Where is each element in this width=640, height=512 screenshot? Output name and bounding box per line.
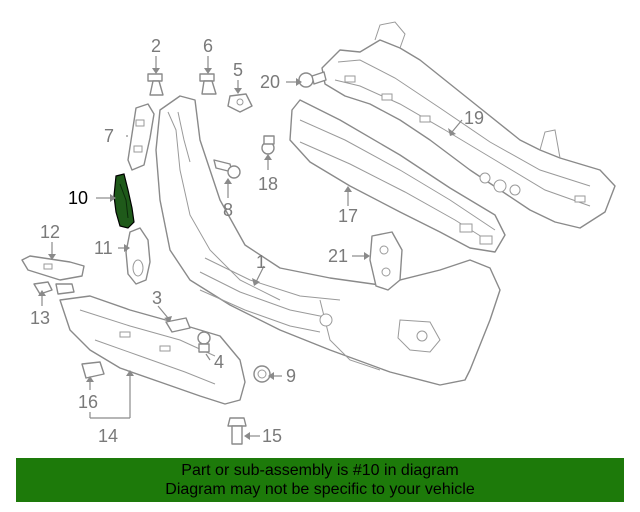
part-19-reinforcement xyxy=(321,21,616,229)
banner-line-2: Diagram may not be specific to your vehi… xyxy=(165,481,475,498)
callout-3: 3 xyxy=(152,288,162,308)
fastener-18 xyxy=(261,135,275,155)
callout-7: 7 xyxy=(104,126,114,146)
clip-3 xyxy=(165,317,191,333)
callout-1: 1 xyxy=(256,252,266,272)
clip-9 xyxy=(253,365,271,383)
callout-5: 5 xyxy=(233,60,243,80)
banner-line-1: Part or sub-assembly is #10 in diagram xyxy=(181,462,459,479)
part-10-highlighted xyxy=(113,173,135,229)
part-11-bezel xyxy=(125,227,151,285)
callout-12: 12 xyxy=(40,222,60,242)
callout-2: 2 xyxy=(151,36,161,56)
callout-17: 17 xyxy=(338,206,358,226)
fastener-2 xyxy=(147,73,164,96)
callout-15: 15 xyxy=(262,426,282,446)
callout-20: 20 xyxy=(260,72,280,92)
fastener-8 xyxy=(213,159,241,179)
fastener-5 xyxy=(227,93,253,113)
part-17-absorber xyxy=(289,99,506,253)
info-banner: Part or sub-assembly is #10 in diagram D… xyxy=(16,458,624,502)
callout-21: 21 xyxy=(328,246,348,266)
fastener-6 xyxy=(199,73,217,95)
callout-13: 13 xyxy=(30,308,50,328)
parts-diagram: 1 2 3 4 5 6 7 8 9 10 11 12 13 14 15 16 1… xyxy=(21,21,616,446)
callout-11: 11 xyxy=(94,238,113,258)
leader-lines xyxy=(38,56,463,440)
callout-6: 6 xyxy=(203,36,213,56)
callout-4: 4 xyxy=(214,352,224,372)
part-12-13-brackets xyxy=(21,255,85,295)
callout-14: 14 xyxy=(98,426,118,446)
callout-10: 10 xyxy=(68,188,88,208)
callout-18: 18 xyxy=(258,174,278,194)
part-21-bracket xyxy=(369,231,403,291)
fastener-20 xyxy=(298,71,327,88)
clip-4 xyxy=(197,331,211,353)
callout-16: 16 xyxy=(78,392,98,412)
callout-19: 19 xyxy=(464,108,484,128)
part-7-bracket xyxy=(127,103,155,171)
part-1-bumper-cover xyxy=(155,95,501,386)
callout-8: 8 xyxy=(223,200,233,220)
part-14-undercover xyxy=(59,295,246,405)
clip-16 xyxy=(81,361,105,379)
callout-9: 9 xyxy=(286,366,296,386)
bolt-15 xyxy=(227,417,247,445)
